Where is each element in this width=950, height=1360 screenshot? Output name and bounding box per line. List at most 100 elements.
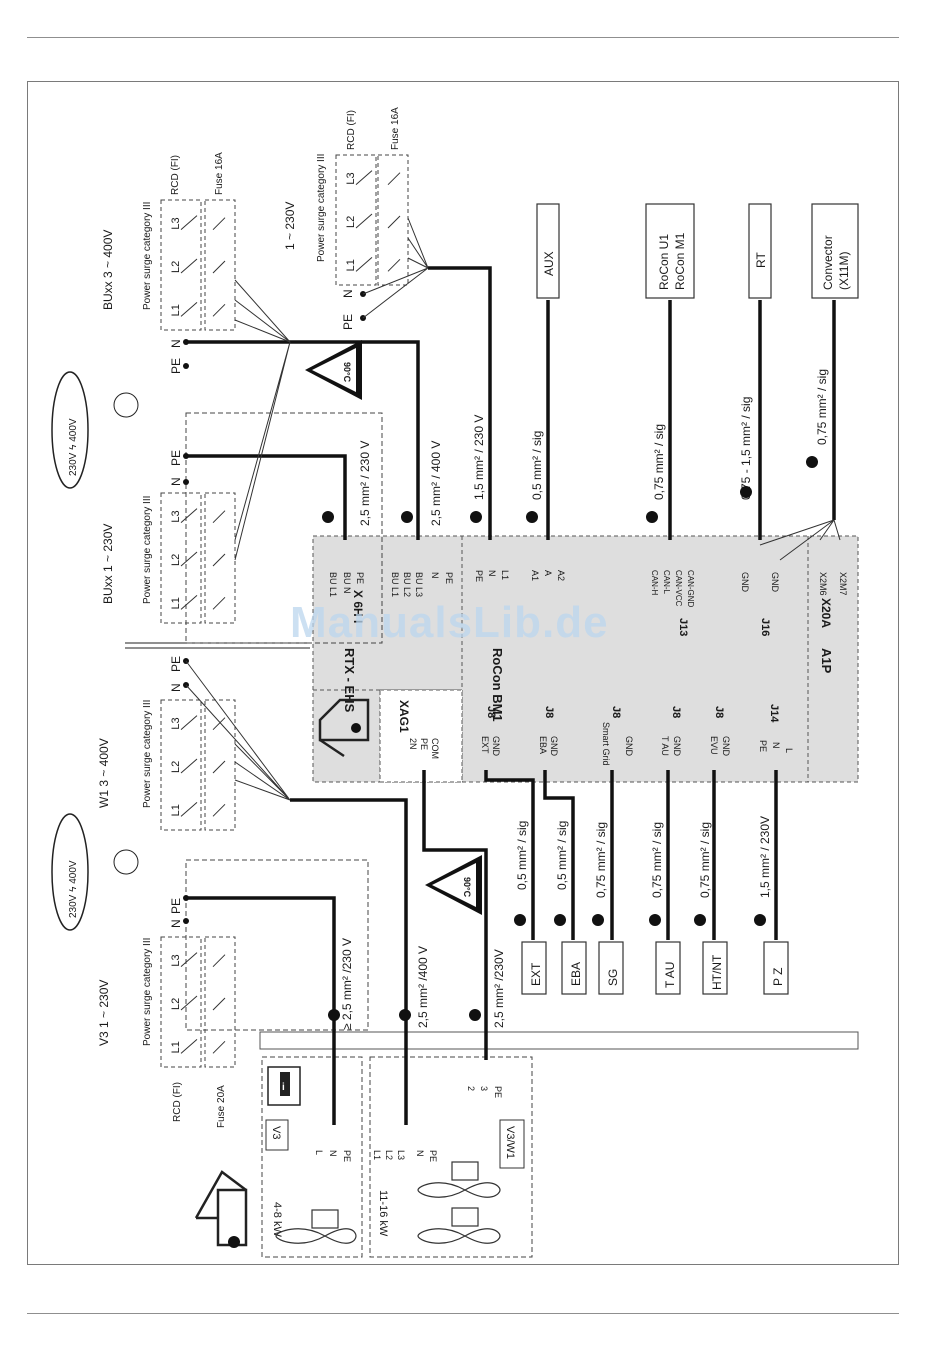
temperature-warning-icon-2: 90°C <box>425 855 482 915</box>
phase-label: L3 <box>170 954 182 966</box>
svg-text:L2: L2 <box>384 1150 394 1160</box>
switch-symbols <box>180 170 401 1054</box>
cable-section-icon <box>514 914 526 926</box>
cable-section-icon <box>806 456 818 468</box>
switch-mark <box>180 258 226 274</box>
svg-text:0,75 mm² / sig: 0,75 mm² / sig <box>815 369 829 445</box>
left-plug-labels: J8 J8 J8 J8 J8 J14 <box>485 704 780 723</box>
switch-mark <box>180 758 226 774</box>
cable-section-icons <box>322 456 818 1021</box>
cable-section-icon <box>469 1009 481 1021</box>
v3-unit-name: V3 <box>270 1126 282 1139</box>
svg-text:GND: GND <box>770 572 780 593</box>
svg-text:N: N <box>771 742 781 749</box>
svg-text:Power surge category III: Power surge category III <box>142 202 153 310</box>
svg-text:L1: L1 <box>372 1150 382 1160</box>
svg-text:PE: PE <box>169 898 183 914</box>
cable-section-icon <box>399 1009 411 1021</box>
svg-text:N: N <box>169 477 183 486</box>
svg-text:EBA: EBA <box>538 736 548 754</box>
switch-mark <box>355 213 401 229</box>
svg-text:Power surge category III: Power surge category III <box>142 938 153 1046</box>
svg-text:J8: J8 <box>610 706 622 718</box>
switch-mark <box>355 256 401 272</box>
phase-label: L1 <box>170 1041 182 1053</box>
svg-text:Fuse 16A: Fuse 16A <box>214 152 225 195</box>
switch-mark <box>180 551 226 567</box>
svg-text:COM: COM <box>430 738 440 759</box>
svg-text:J8: J8 <box>485 706 497 718</box>
cable-section-icon <box>649 914 661 926</box>
cable-section-icon <box>401 511 413 523</box>
a1p-label: A1P <box>819 648 834 674</box>
svg-text:RCD (FI): RCD (FI) <box>346 110 357 150</box>
cloud-icons: 230V ϟ 400V 230V ϟ 400V <box>51 371 139 931</box>
svg-text:≥ 2,5 mm² /230 V: ≥ 2,5 mm² /230 V <box>340 938 354 1030</box>
switch-mark <box>180 594 226 610</box>
svg-text:N: N <box>341 289 355 298</box>
svg-text:2,5 mm² / 400 V: 2,5 mm² / 400 V <box>429 441 443 526</box>
info-book-icon: i <box>267 1066 301 1106</box>
svg-text:GND: GND <box>721 736 731 757</box>
svg-text:N: N <box>169 683 183 692</box>
cable-section-icon <box>694 914 706 926</box>
svg-text:BU L3: BU L3 <box>414 572 424 597</box>
phase-label: L3 <box>345 172 357 184</box>
svg-text:BU L2: BU L2 <box>402 572 412 597</box>
svg-text:P Z: P Z <box>771 968 785 986</box>
svg-text:N: N <box>169 339 183 348</box>
phase-label: L3 <box>170 717 182 729</box>
cable-section-icon <box>592 914 604 926</box>
rtx-ehs-label: RTX - EHS <box>342 648 357 713</box>
supply-labels: V3 1 ~ 230V Power surge category III W1 … <box>97 107 401 1128</box>
xag1-label: XAG1 <box>397 700 411 733</box>
house-icon-outdoor <box>194 1170 248 1247</box>
device-boxes[interactable] <box>521 203 859 995</box>
cable-section-icon <box>322 511 334 523</box>
svg-text:0,75 mm² / sig: 0,75 mm² / sig <box>650 822 664 898</box>
svg-text:L: L <box>784 748 794 753</box>
svg-text:2,5 mm² /400 V: 2,5 mm² /400 V <box>416 946 430 1028</box>
svg-text:EXT: EXT <box>529 962 543 986</box>
svg-text:90°C: 90°C <box>462 877 472 898</box>
svg-text:L: L <box>314 1150 324 1155</box>
svg-text:2,5 mm² /230V: 2,5 mm² /230V <box>492 949 506 1028</box>
svg-text:A1: A1 <box>530 570 540 581</box>
phase-label: L1 <box>170 597 182 609</box>
svg-text:N: N <box>328 1150 338 1157</box>
bus-bar <box>259 1031 859 1050</box>
cable-section-icon <box>740 486 752 498</box>
svg-text:CAN-VCC: CAN-VCC <box>674 570 683 607</box>
svg-text:GND: GND <box>672 736 682 757</box>
switch-mark <box>180 952 226 968</box>
unit-terminal-labels: L N PE L1 L2 L3 N PE 2 3 PE <box>314 1086 503 1162</box>
svg-text:0,75 mm² / sig: 0,75 mm² / sig <box>594 822 608 898</box>
right-plug-labels: J13 J16 <box>677 618 771 636</box>
vw-unit-name: V3/W1 <box>504 1126 516 1159</box>
outdoor-marker-icon <box>228 1236 240 1248</box>
svg-text:J8: J8 <box>670 706 682 718</box>
phase-label: L1 <box>170 804 182 816</box>
svg-text:V3 1 ~ 230V: V3 1 ~ 230V <box>97 980 111 1046</box>
svg-text:RoCon M1: RoCon M1 <box>673 232 687 290</box>
v3w1-unit[interactable] <box>369 1056 533 1258</box>
switch-mark <box>355 170 401 186</box>
svg-text:BU N: BU N <box>342 572 352 594</box>
svg-text:J8: J8 <box>543 706 555 718</box>
svg-text:230V ϟ 400V: 230V ϟ 400V <box>68 860 79 918</box>
svg-text:GND: GND <box>624 736 634 757</box>
v3-unit[interactable] <box>261 1056 363 1258</box>
svg-text:RCD (FI): RCD (FI) <box>172 1082 183 1122</box>
svg-text:SG: SG <box>606 969 620 986</box>
svg-text:Power surge category III: Power surge category III <box>316 154 327 262</box>
phase-label: L2 <box>170 998 182 1010</box>
svg-text:0,75 mm² / sig: 0,75 mm² / sig <box>652 424 666 500</box>
cable-section-icon <box>328 1009 340 1021</box>
house-icon-indoor <box>318 698 370 758</box>
svg-text:Fuse 16A: Fuse 16A <box>390 107 401 150</box>
svg-text:PE: PE <box>444 572 454 584</box>
svg-text:N: N <box>415 1150 425 1157</box>
svg-text:1,5 mm² / 230V: 1,5 mm² / 230V <box>758 816 772 898</box>
svg-text:J16: J16 <box>759 618 771 636</box>
svg-text:i: i <box>282 1082 285 1093</box>
